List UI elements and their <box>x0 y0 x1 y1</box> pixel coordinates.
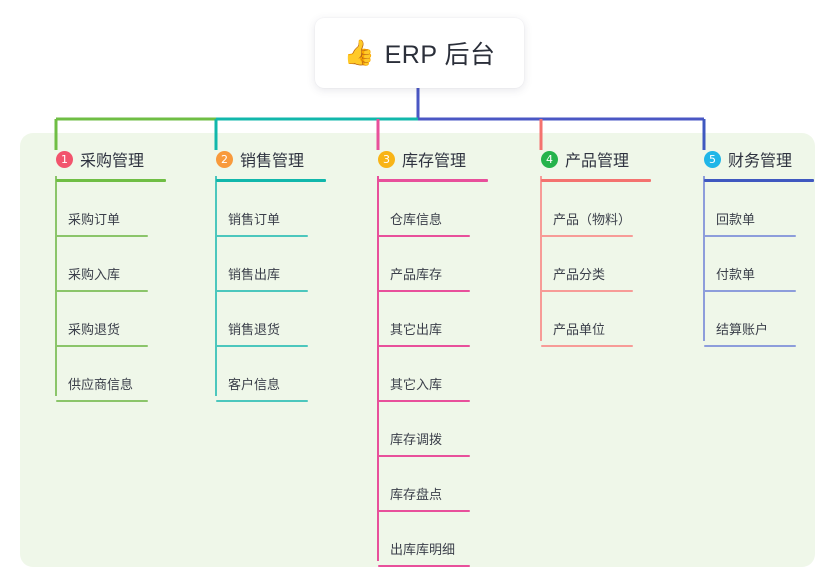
leaf-node[interactable]: 付款单 <box>686 237 814 292</box>
column-title: 销售管理 <box>240 153 305 170</box>
leaf-node[interactable]: 产品库存 <box>360 237 488 292</box>
leaf-underline <box>216 235 308 237</box>
column-header-1[interactable]: 1 采购管理 <box>38 146 166 172</box>
leaf-node[interactable]: 采购入库 <box>38 237 166 292</box>
leaf-underline <box>378 400 470 402</box>
column-header-3[interactable]: 3 库存管理 <box>360 146 488 172</box>
leaf-node[interactable]: 采购退货 <box>38 292 166 347</box>
column-underline <box>704 179 814 182</box>
leaf-label: 出库库明细 <box>390 542 456 557</box>
leaf-node[interactable]: 客户信息 <box>198 347 326 402</box>
leaf-label: 产品（物料） <box>553 212 632 227</box>
column-1: 1 采购管理采购订单采购入库采购退货供应商信息 <box>38 146 166 402</box>
leaf-label: 其它入库 <box>390 377 443 392</box>
leaf-label: 产品单位 <box>553 322 606 337</box>
leaf-node[interactable]: 回款单 <box>686 182 814 237</box>
leaf-underline <box>56 345 148 347</box>
leaf-label: 采购订单 <box>68 212 121 227</box>
leaf-underline <box>56 400 148 402</box>
leaf-node[interactable]: 采购订单 <box>38 182 166 237</box>
leaf-label: 客户信息 <box>228 377 281 392</box>
leaf-underline <box>56 235 148 237</box>
column-4: 4 产品管理产品（物料） 产品分类产品单位 <box>523 146 651 347</box>
leaf-label: 库存调拨 <box>390 432 443 447</box>
leaf-label: 销售出库 <box>228 267 281 282</box>
column-underline <box>56 179 166 182</box>
column-2: 2 销售管理销售订单销售出库销售退货客户信息 <box>198 146 326 402</box>
leaf-underline <box>704 235 796 237</box>
leaf-label: 库存盘点 <box>390 487 443 502</box>
leaf-node[interactable]: 库存调拨 <box>360 402 488 457</box>
leaf-label: 其它出库 <box>390 322 443 337</box>
root-node[interactable]: 👍 ERP 后台 <box>315 18 524 88</box>
leaf-node[interactable]: 结算账户 <box>686 292 814 347</box>
leaf-underline <box>541 290 633 292</box>
leaf-label: 产品库存 <box>390 267 443 282</box>
leaf-node[interactable]: 销售出库 <box>198 237 326 292</box>
column-5: 5 财务管理回款单付款单结算账户 <box>686 146 814 347</box>
diagram-panel <box>20 133 815 567</box>
leaf-underline <box>541 345 633 347</box>
number-badge-icon: 1 <box>56 150 73 168</box>
leaf-underline <box>378 565 470 567</box>
leaf-label: 结算账户 <box>716 322 769 337</box>
column-underline <box>378 179 488 182</box>
leaf-underline <box>704 345 796 347</box>
leaf-underline <box>56 290 148 292</box>
leaf-node[interactable]: 销售订单 <box>198 182 326 237</box>
leaf-list: 仓库信息产品库存其它出库其它入库库存调拨库存盘点出库库明细 <box>360 182 488 567</box>
number-badge-icon: 4 <box>541 150 558 168</box>
root-node-label: ERP 后台 <box>384 41 496 69</box>
leaf-node[interactable]: 库存盘点 <box>360 457 488 512</box>
number-badge-icon: 3 <box>378 150 395 168</box>
column-title: 产品管理 <box>565 153 630 170</box>
thumbs-up-emoji: 👍 <box>343 38 375 67</box>
leaf-node[interactable]: 其它出库 <box>360 292 488 347</box>
leaf-label: 销售订单 <box>228 212 281 227</box>
leaf-node[interactable]: 其它入库 <box>360 347 488 402</box>
column-3: 3 库存管理仓库信息产品库存其它出库其它入库库存调拨库存盘点出库库明细 <box>360 146 488 567</box>
column-title: 财务管理 <box>728 153 793 170</box>
column-header-2[interactable]: 2 销售管理 <box>198 146 326 172</box>
leaf-label: 付款单 <box>716 267 756 282</box>
leaf-node[interactable]: 产品单位 <box>523 292 651 347</box>
leaf-node[interactable]: 仓库信息 <box>360 182 488 237</box>
leaf-label: 供应商信息 <box>68 377 134 392</box>
leaf-list: 产品（物料） 产品分类产品单位 <box>523 182 651 347</box>
leaf-node[interactable]: 产品（物料） <box>523 182 651 237</box>
leaf-node[interactable]: 出库库明细 <box>360 512 488 567</box>
leaf-list: 采购订单采购入库采购退货供应商信息 <box>38 182 166 402</box>
column-title: 采购管理 <box>80 153 145 170</box>
leaf-underline <box>704 290 796 292</box>
leaf-node[interactable]: 产品分类 <box>523 237 651 292</box>
column-underline <box>541 179 651 182</box>
leaf-underline <box>378 345 470 347</box>
leaf-underline <box>541 235 633 237</box>
leaf-label: 仓库信息 <box>390 212 443 227</box>
leaf-label: 采购入库 <box>68 267 121 282</box>
leaf-underline <box>378 510 470 512</box>
leaf-underline <box>378 290 470 292</box>
leaf-underline <box>216 400 308 402</box>
leaf-underline <box>216 290 308 292</box>
column-underline <box>216 179 326 182</box>
leaf-node[interactable]: 供应商信息 <box>38 347 166 402</box>
column-title: 库存管理 <box>402 153 467 170</box>
leaf-list: 回款单付款单结算账户 <box>686 182 814 347</box>
leaf-underline <box>216 345 308 347</box>
number-badge-icon: 2 <box>216 150 233 168</box>
column-header-5[interactable]: 5 财务管理 <box>686 146 814 172</box>
leaf-label: 销售退货 <box>228 322 281 337</box>
leaf-label: 采购退货 <box>68 322 121 337</box>
column-header-4[interactable]: 4 产品管理 <box>523 146 651 172</box>
leaf-label: 产品分类 <box>553 267 606 282</box>
number-badge-icon: 5 <box>704 150 721 168</box>
leaf-node[interactable]: 销售退货 <box>198 292 326 347</box>
leaf-underline <box>378 235 470 237</box>
leaf-underline <box>378 455 470 457</box>
leaf-label: 回款单 <box>716 212 756 227</box>
leaf-list: 销售订单销售出库销售退货客户信息 <box>198 182 326 402</box>
